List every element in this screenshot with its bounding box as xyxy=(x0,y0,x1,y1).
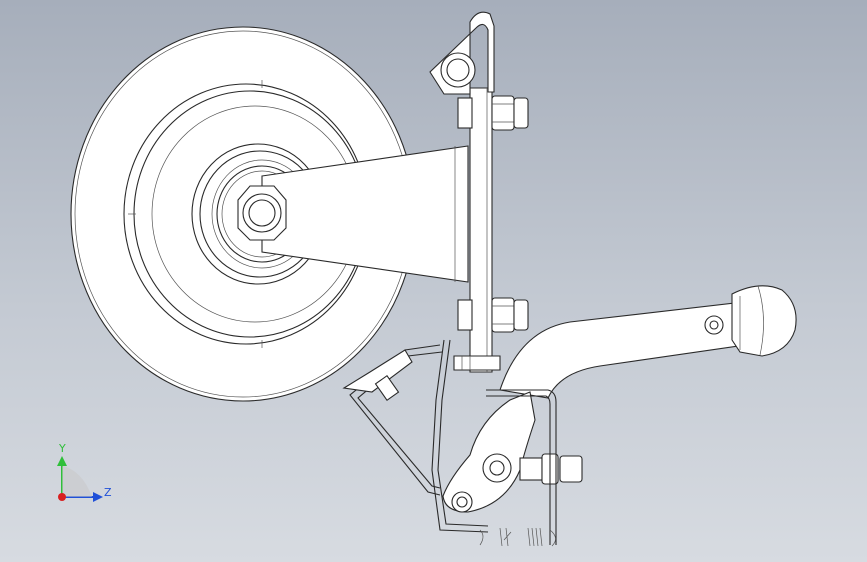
upper-bolt-nut[interactable] xyxy=(457,95,529,131)
lever-knob[interactable] xyxy=(731,285,797,357)
axle-nut[interactable] xyxy=(237,185,287,241)
top-pivot-bolt[interactable] xyxy=(440,52,476,88)
lower-bracket-wire[interactable] xyxy=(349,344,441,496)
axis-y-label: Y xyxy=(58,442,66,455)
coordinate-triad: Y Z xyxy=(57,442,112,502)
spring-wire[interactable] xyxy=(431,339,489,533)
cam-bolt[interactable] xyxy=(519,453,583,485)
brake-lever-arm[interactable] xyxy=(499,302,746,399)
lower-bolt-nut[interactable] xyxy=(457,297,529,333)
axis-z-label: Z xyxy=(104,486,112,499)
bottom-clips xyxy=(479,527,556,547)
mounting-plate[interactable] xyxy=(469,87,493,373)
brake-cam-link[interactable] xyxy=(442,391,536,513)
brake-rod[interactable] xyxy=(486,389,557,545)
